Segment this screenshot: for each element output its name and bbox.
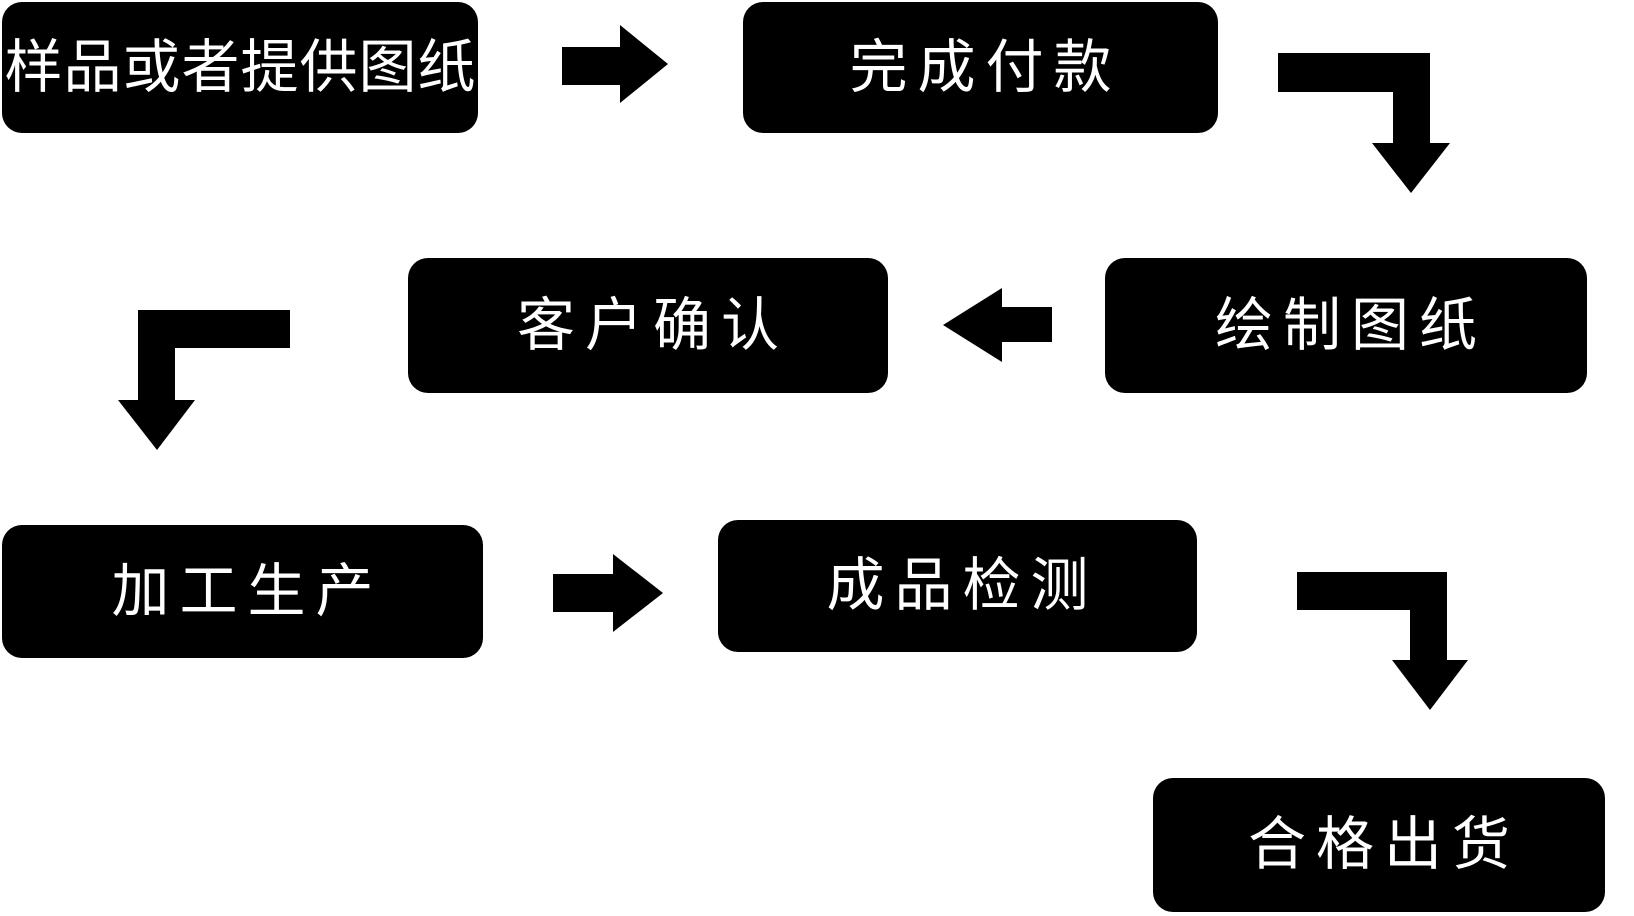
flow-node-label: 绘制图纸 xyxy=(1214,292,1487,358)
arrow-elbow-left-down-icon xyxy=(118,310,290,450)
flow-node-draw-drawing: 绘制图纸 xyxy=(1105,258,1587,393)
arrow-left-icon xyxy=(943,288,1052,362)
flow-node-label: 加工生产 xyxy=(111,558,384,624)
arrow-right-icon xyxy=(562,25,668,103)
flow-node-label: 合格出货 xyxy=(1247,812,1520,877)
flow-node-label: 客户确认 xyxy=(516,292,789,358)
arrow-elbow-right-down-icon xyxy=(1278,53,1450,193)
flow-node-shipment: 合格出货 xyxy=(1153,778,1605,912)
flow-node-label: 样品或者提供图纸 xyxy=(4,34,477,100)
flow-node-sample-or-drawing: 样品或者提供图纸 xyxy=(2,2,478,133)
arrow-elbow-right-down-icon xyxy=(1297,572,1468,710)
flow-node-customer-confirm: 客户确认 xyxy=(408,258,888,393)
flow-node-production: 加工生产 xyxy=(2,525,483,658)
arrow-right-icon xyxy=(553,554,663,632)
flow-node-payment: 完成付款 xyxy=(743,2,1218,133)
flow-node-label: 成品检测 xyxy=(826,553,1099,618)
flow-node-label: 完成付款 xyxy=(849,34,1122,100)
flow-node-inspection: 成品检测 xyxy=(718,520,1197,652)
